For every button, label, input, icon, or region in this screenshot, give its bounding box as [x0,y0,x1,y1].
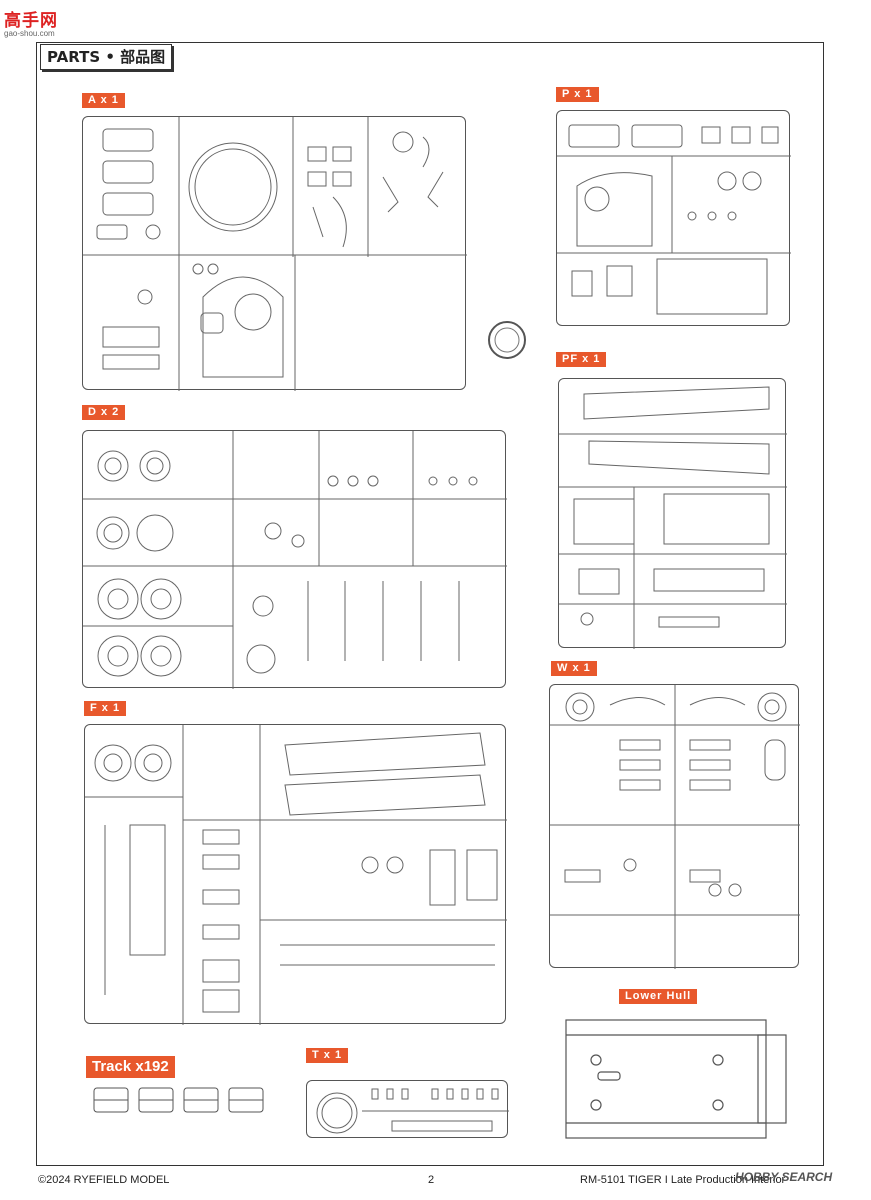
lower-hull-drawing [565,1019,787,1139]
sprue-d-drawing [83,431,507,689]
sprue-p-drawing [557,124,791,315]
sprue-t-drawing [316,1088,509,1134]
sprue-pf-drawing [559,386,787,649]
sprue-d [82,430,507,689]
page-title: PARTS • 部品图 [40,44,173,70]
footer-page-number: 2 [428,1174,435,1186]
site-logo-url: gao-shou.com [4,29,55,38]
sprue-p-label: P x 1 [556,87,599,102]
sprue-w [549,684,800,969]
track-links-drawing [93,1087,264,1113]
lower-hull-label: Lower Hull [619,989,698,1004]
sprue-t [306,1080,509,1138]
sprue-pf [558,378,787,649]
sprue-w-drawing [550,685,800,969]
sprue-a [82,116,467,391]
sprue-d-label: D x 2 [82,405,126,420]
sprue-a-label: A x 1 [82,93,125,108]
hobby-search-watermark: HOBBY SEARCH [735,1170,833,1184]
footer-product: RM-5101 TIGER I Late Production Interior [580,1174,786,1186]
sprue-pf-label: PF x 1 [556,352,607,367]
sprue-f-label: F x 1 [84,701,127,716]
sprue-a-drawing [83,117,467,391]
sprue-a-ring-part [488,321,526,359]
site-logo-text: 高手网 [4,11,58,31]
sprue-t-label: T x 1 [306,1048,349,1063]
page-frame [36,42,824,1166]
sprue-f-drawing [85,725,507,1025]
footer-copyright: ©2024 RYEFIELD MODEL [38,1174,170,1186]
sprue-w-label: W x 1 [551,661,597,676]
site-logo: 高手网 gao-shou.com [4,6,74,38]
sprue-p [556,110,791,326]
track-label: Track x192 [86,1056,175,1078]
sprue-f [84,724,507,1025]
